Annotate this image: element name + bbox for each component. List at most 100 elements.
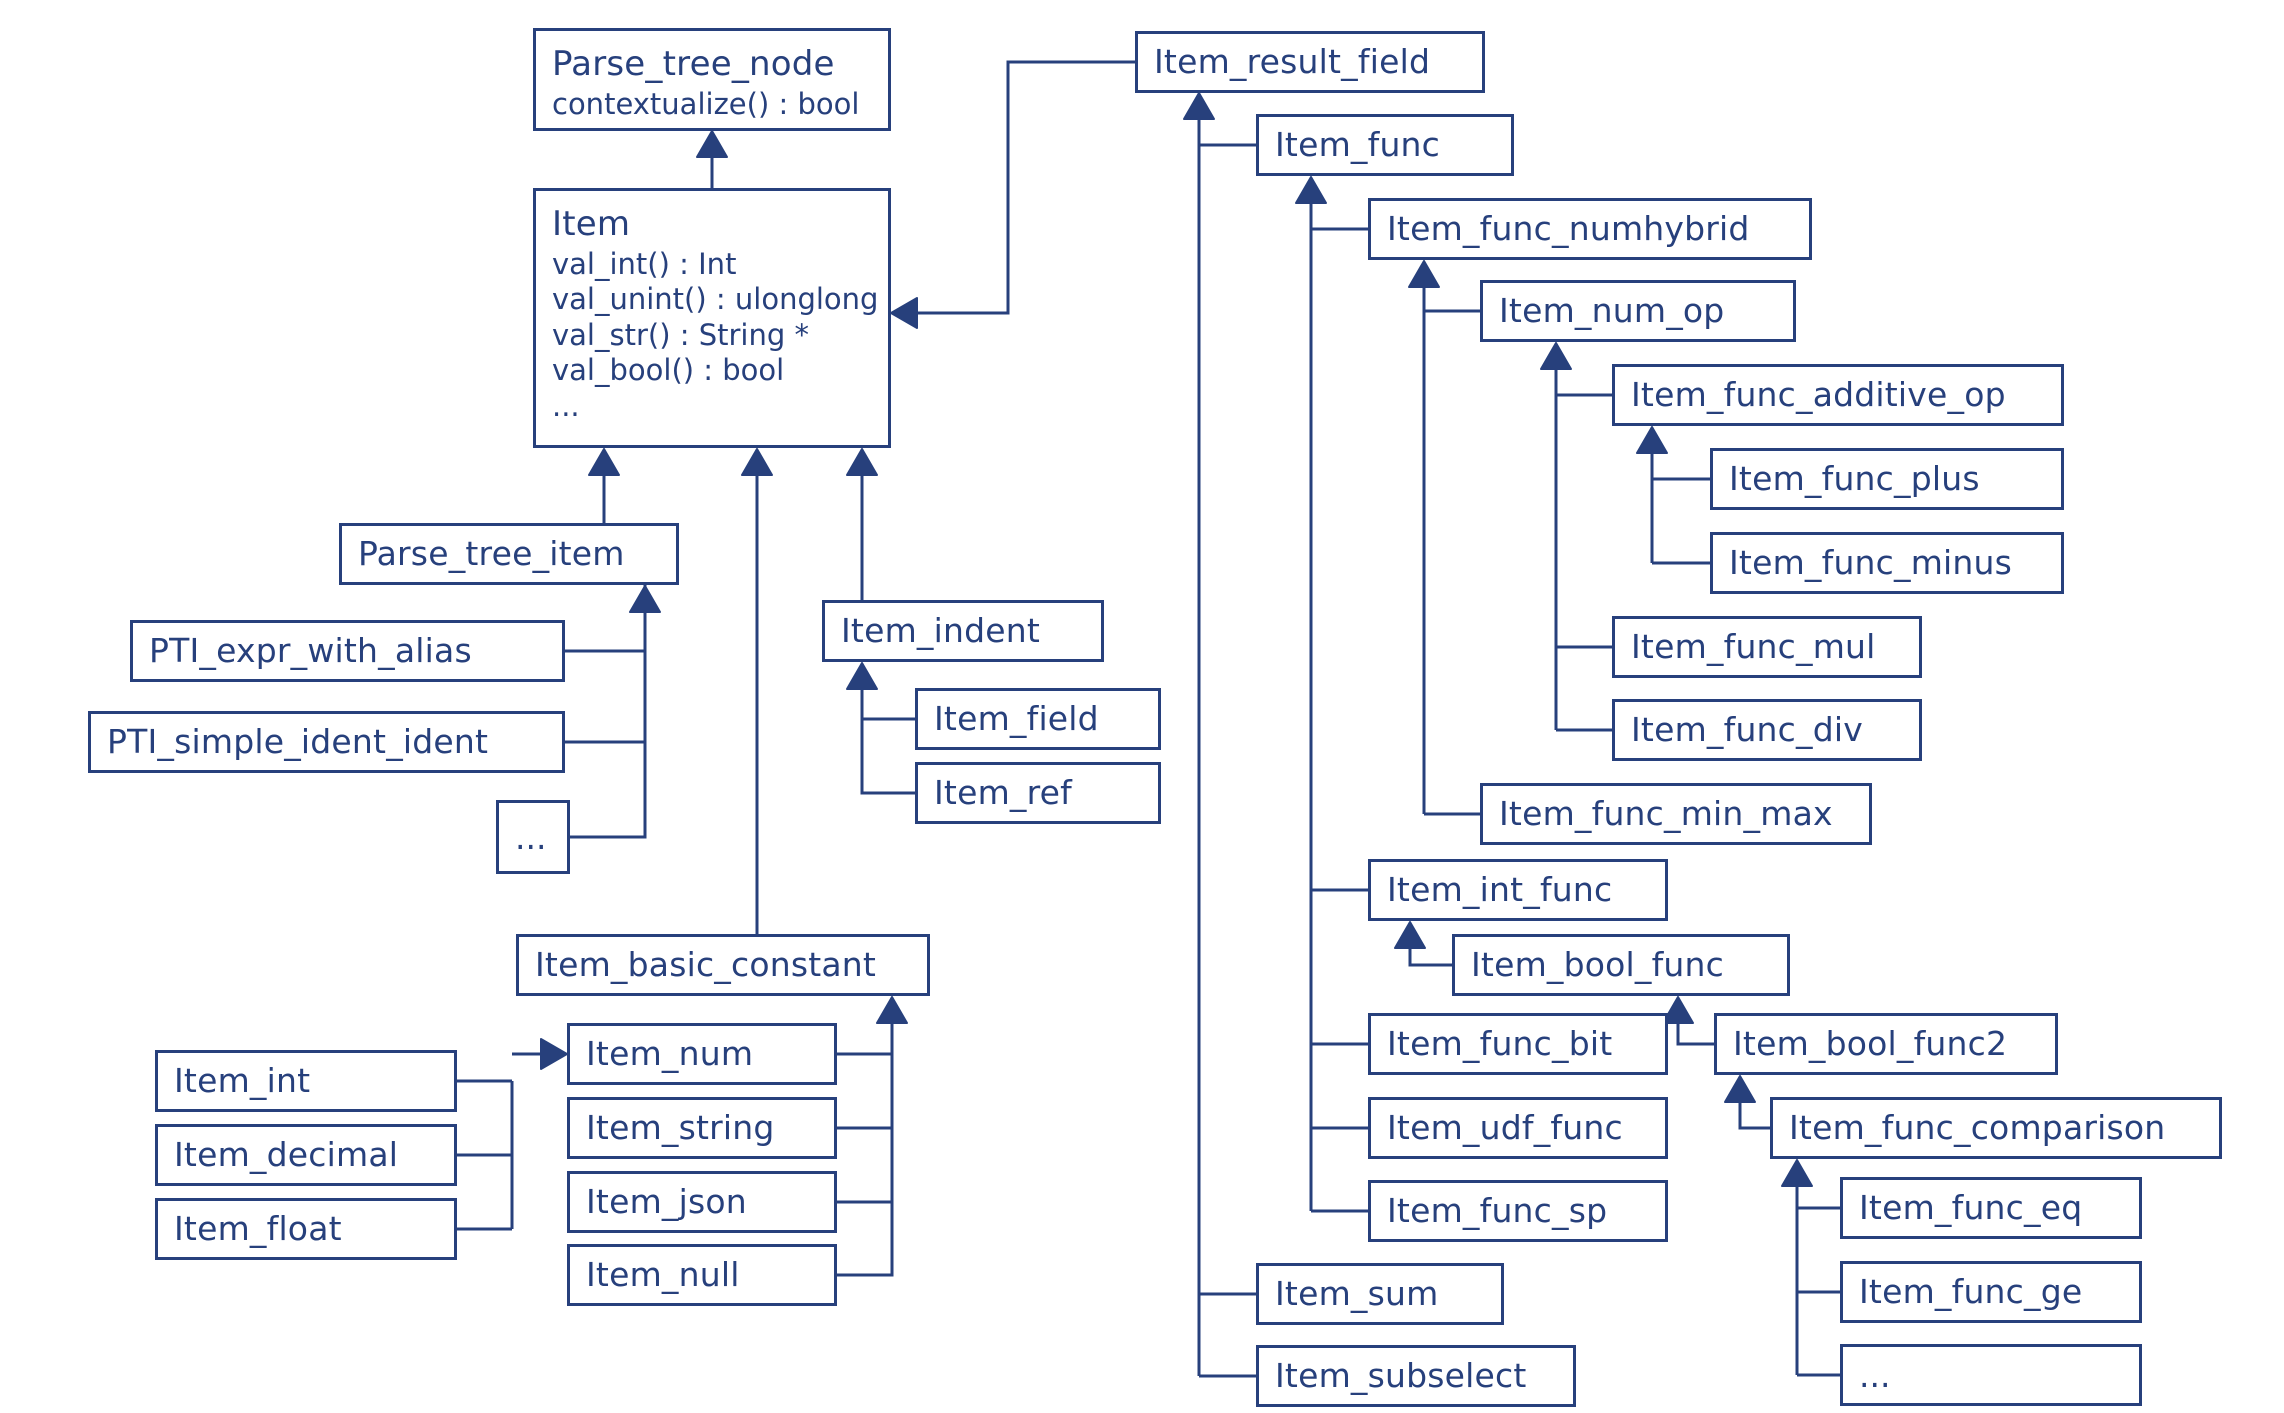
class-box-item_func_div[interactable]: Item_func_div [1612,699,1922,761]
class-name-item_bool_func2: Item_bool_func2 [1733,1023,2008,1063]
class-name-parse_tree_item_more: ... [515,817,547,857]
class-box-item_bool_func[interactable]: Item_bool_func [1452,934,1790,996]
class-name-item_null: Item_null [586,1254,740,1294]
class-name-item_int_func: Item_int_func [1387,869,1613,909]
class-name-item: Item [552,204,631,244]
arrowhead-numhybrid-children-bus [1408,260,1440,288]
wire-item-bool-func2-wire [1676,1018,1714,1046]
class-name-item_func_eq: Item_func_eq [1859,1187,2083,1227]
class-box-item_num[interactable]: Item_num [567,1023,837,1085]
wire-item-bool-func-wire [1408,945,1452,967]
class-name-item_func_mul: Item_func_mul [1631,626,1876,666]
class-box-item_func_mul[interactable]: Item_func_mul [1612,616,1922,678]
class-box-item_null[interactable]: Item_null [567,1244,837,1306]
class-name-item_func: Item_func [1275,124,1441,164]
class-box-item_func_numhybrid[interactable]: Item_func_numhybrid [1368,198,1812,260]
arrowhead-item-indent-children-bus [846,662,878,690]
class-box-item_indent[interactable]: Item_indent [822,600,1104,662]
arrowhead-item-indent-to-item [846,448,878,476]
arrowhead-item-num-arrow-wire [540,1038,568,1070]
class-box-item_string[interactable]: Item_string [567,1097,837,1159]
class-box-item_json[interactable]: Item_json [567,1171,837,1233]
class-name-item_subselect: Item_subselect [1275,1355,1527,1395]
class-name-item_func_numhybrid: Item_func_numhybrid [1387,208,1750,248]
class-name-item_func_comparison: Item_func_comparison [1789,1107,2166,1147]
wire-parse-tree-item-more-wire [570,742,647,839]
class-name-item_num_op: Item_num_op [1499,290,1725,330]
wire-item-null-wire [837,1202,894,1277]
class-box-item_func_plus[interactable]: Item_func_plus [1710,448,2064,510]
class-name-pti_simple_ident_ident: PTI_simple_ident_ident [107,721,489,761]
class-box-item_ref[interactable]: Item_ref [915,762,1161,824]
class-name-pti_expr_with_alias: PTI_expr_with_alias [149,630,472,670]
class-name-item_float: Item_float [174,1208,342,1248]
arrowhead-num-op-children-bus [1540,342,1572,370]
class-box-item_func_additive_op[interactable]: Item_func_additive_op [1612,364,2064,426]
arrowhead-result-field-children-bus [1183,92,1215,120]
class-box-item_decimal[interactable]: Item_decimal [155,1124,457,1186]
class-name-item_bool_func: Item_bool_func [1471,944,1725,984]
class-box-parse_tree_item[interactable]: Parse_tree_item [339,523,679,585]
class-name-item_func_plus: Item_func_plus [1729,458,1980,498]
class-box-item_udf_func[interactable]: Item_udf_func [1368,1097,1668,1159]
class-name-item_json: Item_json [586,1181,747,1221]
class-name-item_result_field: Item_result_field [1154,41,1431,81]
class-box-pti_simple_ident_ident[interactable]: PTI_simple_ident_ident [88,711,565,773]
class-box-item_func_comparison_more[interactable]: ... [1840,1344,2142,1406]
class-box-item_bool_func2[interactable]: Item_bool_func2 [1714,1013,2058,1075]
class-name-item_int: Item_int [174,1060,311,1100]
class-box-item_func_ge[interactable]: Item_func_ge [1840,1261,2142,1323]
class-box-item_func_sp[interactable]: Item_func_sp [1368,1180,1668,1242]
wire-item-func-comparison-wire [1738,1100,1770,1130]
wire-item-result-field-to-item [915,60,1135,315]
class-box-item_func_minus[interactable]: Item_func_minus [1710,532,2064,594]
wire-item-ref-wire [860,719,915,795]
class-name-item_string: Item_string [586,1107,775,1147]
class-box-item_int[interactable]: Item_int [155,1050,457,1112]
wire-item-string-wire [837,1054,894,1130]
class-name-item_udf_func: Item_udf_func [1387,1107,1623,1147]
class-name-item_decimal: Item_decimal [174,1134,399,1174]
class-name-item_sum: Item_sum [1275,1273,1439,1313]
class-box-item_basic_constant[interactable]: Item_basic_constant [516,934,930,996]
class-name-item_func_ge: Item_func_ge [1859,1271,2083,1311]
class-box-item_int_func[interactable]: Item_int_func [1368,859,1668,921]
class-name-item_field: Item_field [934,698,1099,738]
class-box-item_subselect[interactable]: Item_subselect [1256,1345,1576,1407]
class-box-item_result_field[interactable]: Item_result_field [1135,31,1485,93]
class-name-item_basic_constant: Item_basic_constant [535,944,877,984]
class-box-parse_tree_item_more[interactable]: ... [496,800,570,874]
class-box-item_func_eq[interactable]: Item_func_eq [1840,1177,2142,1239]
arrowhead-item-func-comparison-wire [1724,1075,1756,1103]
class-member-item-0: val_int() : Int [552,247,737,282]
class-name-item_func_comparison_more: ... [1859,1355,1891,1395]
arrowhead-item-result-field-to-item [890,297,918,329]
class-box-pti_expr_with_alias[interactable]: PTI_expr_with_alias [130,620,565,682]
class-member-item-2: val_str() : String * [552,317,809,352]
class-member-parse_tree_node-0: contextualize() : bool [552,87,860,122]
class-name-item_ref: Item_ref [934,772,1072,812]
arrowhead-parse-tree-item-to-item [588,448,620,476]
class-name-item_func_sp: Item_func_sp [1387,1190,1608,1230]
arrowhead-additive-children-bus [1636,426,1668,454]
arrowhead-item-bool-func-wire [1394,921,1426,949]
class-box-item_num_op[interactable]: Item_num_op [1480,280,1796,342]
class-box-item_func_min_max[interactable]: Item_func_min_max [1480,783,1872,845]
wire-item-json-wire [837,1128,894,1204]
class-member-item-3: val_bool() : bool [552,353,785,388]
class-box-item_func_comparison[interactable]: Item_func_comparison [1770,1097,2222,1159]
class-box-item_func[interactable]: Item_func [1256,114,1514,176]
class-name-item_num: Item_num [586,1033,754,1073]
wire-pti-simple-ident-wire [565,651,647,744]
class-box-item_float[interactable]: Item_float [155,1198,457,1260]
class-box-item_field[interactable]: Item_field [915,688,1161,750]
class-name-parse_tree_item: Parse_tree_item [358,533,625,573]
class-member-item-1: val_unint() : ulonglong [552,282,879,317]
arrowhead-item-to-parse-tree-node [696,130,728,158]
class-box-item_sum[interactable]: Item_sum [1256,1263,1504,1325]
class-box-item_func_bit[interactable]: Item_func_bit [1368,1013,1668,1075]
arrowhead-item-basic-constant-to-item [741,448,773,476]
